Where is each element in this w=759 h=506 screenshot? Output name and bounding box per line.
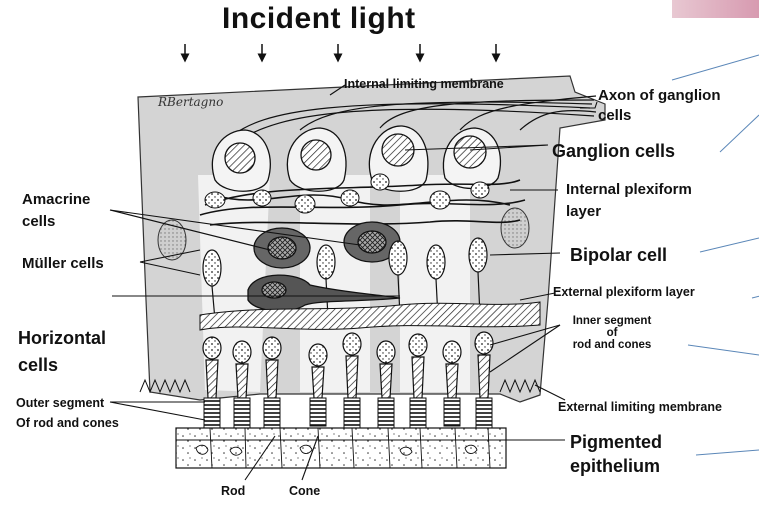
artist-signature: RBertagno: [158, 95, 223, 109]
label-external-limiting-membrane: External limiting membrane: [558, 400, 722, 414]
label-horizontal: Horizontal: [18, 328, 106, 349]
label-pigmented: Pigmented: [570, 432, 662, 453]
label-inner-segment: Inner segment of rod and cones: [557, 315, 667, 351]
label-muller-cells: Müller cells: [22, 254, 104, 273]
label-internal-plexiform-layer: layer: [566, 202, 601, 221]
outer-segments: [204, 398, 492, 428]
photoreceptors: [203, 332, 493, 398]
inner-segment-line-3: rod and cones: [557, 339, 667, 351]
label-bipolar-cell: Bipolar cell: [570, 245, 667, 266]
label-external-plexiform-layer: External plexiform layer: [553, 285, 695, 299]
inner-segment-line-1: Inner segment: [557, 315, 667, 327]
label-internal-plexiform: Internal plexiform: [566, 180, 692, 199]
label-axon-of-ganglion-cells: cells: [598, 106, 631, 125]
label-internal-limiting-membrane: Internal limiting membrane: [344, 77, 504, 91]
label-horizontal-cells: cells: [18, 355, 58, 376]
incident-light-arrows: [185, 44, 496, 58]
label-ganglion-cells: Ganglion cells: [552, 141, 675, 162]
label-outer-segment: Outer segment: [16, 396, 104, 410]
label-axon-of-ganglion: Axon of ganglion: [598, 86, 720, 105]
label-outer-segment-of-rod-and-cones: Of rod and cones: [16, 416, 119, 430]
label-amacrine-cells: cells: [22, 212, 55, 231]
label-rod: Rod: [221, 484, 245, 498]
label-pigmented-epithelium: epithelium: [570, 456, 660, 477]
inner-segment-line-2: of: [557, 327, 667, 339]
title-incident-light: Incident light: [222, 2, 416, 36]
label-amacrine: Amacrine: [22, 190, 90, 209]
blue-leader-lines: [672, 55, 759, 455]
label-cone: Cone: [289, 484, 320, 498]
